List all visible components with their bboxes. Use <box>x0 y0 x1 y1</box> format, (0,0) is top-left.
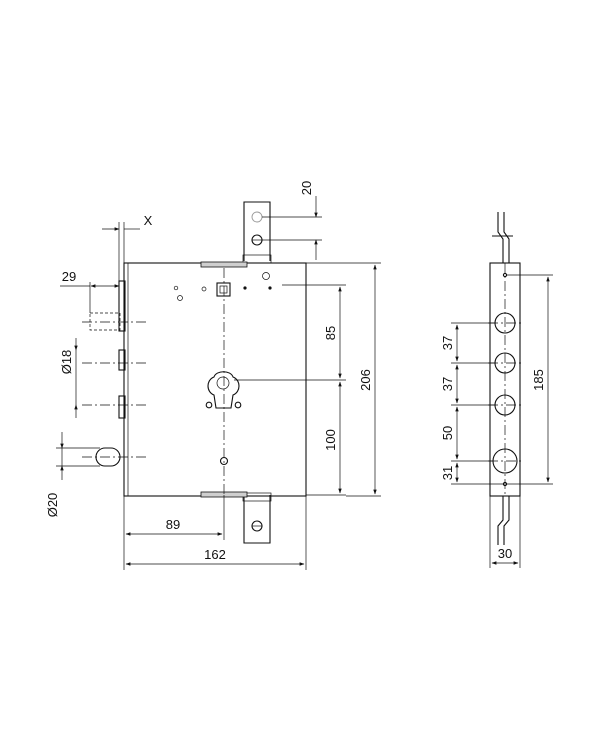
dim-29-label: 29 <box>62 269 76 284</box>
follower-square <box>216 282 231 297</box>
dim-89-label: 89 <box>166 517 180 532</box>
dimension-d18: Ø18 <box>59 338 78 418</box>
dimension-29: 29 <box>60 269 120 313</box>
dimension-chain-left: 37 37 50 31 <box>440 322 503 485</box>
dim-37a-label: 37 <box>440 336 455 350</box>
dim-100-label: 100 <box>323 429 338 451</box>
dim-50-label: 50 <box>440 426 455 440</box>
dim-85-label: 85 <box>323 326 338 340</box>
dim-d20-label: Ø20 <box>45 493 60 518</box>
dim-d18-label: Ø18 <box>59 350 74 375</box>
dim-37b-label: 37 <box>440 377 455 391</box>
dim-30-label: 30 <box>498 546 512 561</box>
top-strike-tab <box>242 201 272 264</box>
dimension-85-100: 85 100 <box>234 284 346 496</box>
dimension-x: X <box>102 213 153 281</box>
top-slot <box>200 261 248 268</box>
dim-31-label: 31 <box>440 466 455 480</box>
side-view: 37 37 50 31 185 30 <box>440 212 553 568</box>
dim-20-label: 20 <box>299 181 314 195</box>
dim-x-label: X <box>144 213 153 228</box>
front-view: 20 X 29 Ø18 <box>45 181 381 570</box>
dimension-30: 30 <box>489 496 521 568</box>
dimension-206: 206 <box>306 262 381 497</box>
lock-case <box>123 262 307 497</box>
dim-162-label: 162 <box>204 547 226 562</box>
bottom-strike-tab <box>242 492 272 544</box>
dimension-d20: Ø20 <box>45 432 100 517</box>
dimension-185: 185 <box>507 274 553 485</box>
bolts <box>82 280 146 467</box>
dimension-89: 89 <box>123 495 225 570</box>
dimension-20: 20 <box>262 181 322 260</box>
cylinder-keyhole <box>205 371 242 409</box>
dimension-162: 162 <box>125 496 307 570</box>
dim-206-label: 206 <box>358 369 373 391</box>
dim-185-label: 185 <box>531 369 546 391</box>
